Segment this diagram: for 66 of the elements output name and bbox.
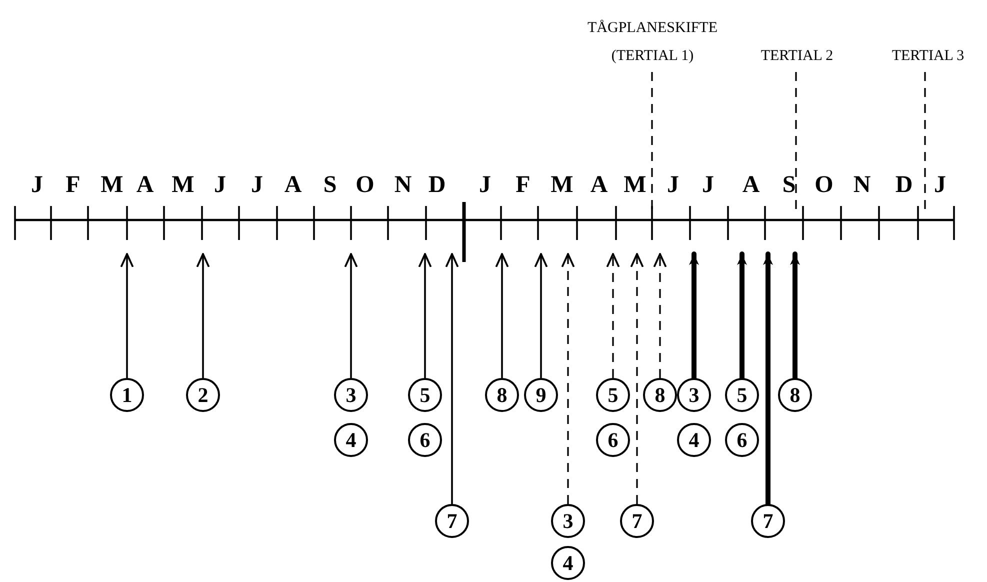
- month-letter: J: [479, 172, 491, 198]
- numbered-circle: 2: [186, 378, 220, 412]
- numbered-circle: 7: [751, 504, 785, 538]
- month-letter: A: [742, 172, 760, 198]
- arrow: [653, 253, 667, 378]
- numbered-circle: 9: [524, 378, 558, 412]
- arrow: [445, 253, 459, 504]
- numbered-circle: 8: [643, 378, 677, 412]
- month-letter: J: [934, 172, 946, 198]
- numbered-circle: 6: [596, 423, 630, 457]
- month-letter: J: [214, 172, 226, 198]
- arrow: [790, 252, 800, 380]
- arrow: [534, 253, 548, 378]
- period-label: TÅGPLANESKIFTE (TERTIAL 1): [585, 14, 720, 70]
- numbered-circle: 8: [778, 378, 812, 412]
- month-letter: M: [172, 172, 194, 198]
- period-label: TERTIAL 2: [745, 42, 849, 70]
- month-letter: A: [284, 172, 302, 198]
- arrow: [344, 253, 358, 378]
- month-letter: S: [782, 172, 796, 198]
- month-letter: J: [251, 172, 263, 198]
- numbered-circle: 4: [551, 546, 585, 580]
- arrow: [689, 252, 699, 380]
- numbered-circle: 5: [596, 378, 630, 412]
- arrow: [763, 252, 773, 506]
- arrow: [120, 253, 134, 378]
- month-letter: N: [853, 172, 871, 198]
- month-letter: S: [323, 172, 337, 198]
- period-label: TERTIAL 3: [880, 42, 976, 70]
- arrow: [418, 253, 432, 378]
- numbered-circle: 7: [435, 504, 469, 538]
- month-letter: J: [702, 172, 714, 198]
- numbered-circle: 4: [677, 423, 711, 457]
- month-letter: M: [624, 172, 646, 198]
- numbered-circle: 7: [620, 504, 654, 538]
- month-letter: F: [516, 172, 530, 198]
- numbered-circle: 6: [408, 423, 442, 457]
- numbered-circle: 3: [551, 504, 585, 538]
- month-letter: A: [136, 172, 154, 198]
- numbered-circle: 8: [485, 378, 519, 412]
- arrow: [495, 253, 509, 378]
- month-letter: D: [895, 172, 913, 198]
- numbered-circle: 5: [725, 378, 759, 412]
- month-letter: N: [394, 172, 412, 198]
- month-letter: O: [814, 172, 834, 198]
- arrow: [737, 252, 747, 380]
- numbered-circle: 5: [408, 378, 442, 412]
- numbered-circle: 4: [334, 423, 368, 457]
- arrow: [196, 253, 210, 378]
- month-letter: A: [590, 172, 608, 198]
- numbered-circle: 3: [334, 378, 368, 412]
- month-letter: M: [550, 172, 574, 198]
- month-letter: J: [31, 172, 43, 198]
- month-letter: M: [100, 172, 124, 198]
- month-letter: F: [66, 172, 80, 198]
- leader-line: [924, 72, 926, 210]
- month-letter: J: [667, 172, 679, 198]
- arrow: [561, 253, 575, 504]
- arrow: [606, 253, 620, 378]
- month-letter: O: [356, 172, 374, 198]
- numbered-circle: 6: [725, 423, 759, 457]
- leader-line: [795, 72, 797, 210]
- arrow: [630, 253, 644, 504]
- month-letter: D: [428, 172, 446, 198]
- numbered-circle: 3: [677, 378, 711, 412]
- numbered-circle: 1: [110, 378, 144, 412]
